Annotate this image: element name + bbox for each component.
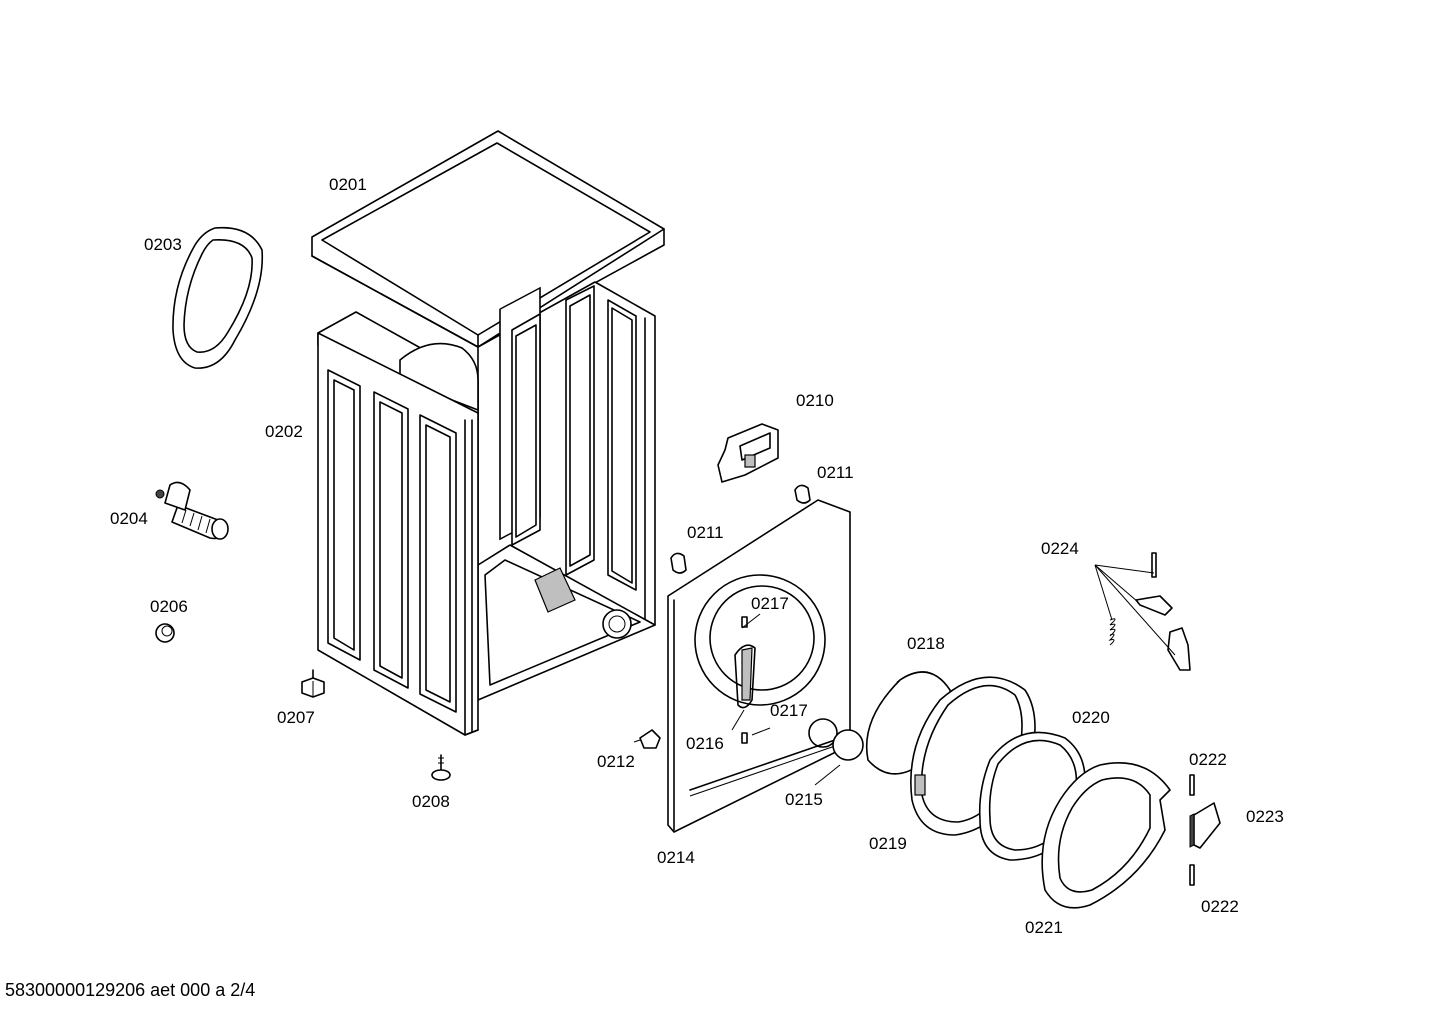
label-0204: 0204 bbox=[110, 509, 148, 528]
label-0223: 0223 bbox=[1246, 807, 1284, 826]
part-0222-pin-upper bbox=[1189, 774, 1195, 796]
part-0203-rear-cover bbox=[172, 226, 264, 369]
part-0202-cabinet bbox=[317, 281, 656, 736]
part-0212-screw bbox=[633, 729, 661, 749]
label-0217-upper: 0217 bbox=[751, 594, 789, 613]
label-0211-lower: 0211 bbox=[687, 523, 724, 542]
label-0216: 0216 bbox=[686, 734, 724, 753]
label-0222-lower: 0222 bbox=[1201, 897, 1239, 916]
part-0211-hinge-lower bbox=[670, 552, 687, 574]
label-0203: 0203 bbox=[144, 235, 182, 254]
part-0224-latch-kit bbox=[1094, 552, 1191, 671]
part-0206-small-foot bbox=[155, 623, 175, 643]
label-0218: 0218 bbox=[907, 634, 945, 653]
part-0215-cap bbox=[832, 729, 864, 761]
label-0212: 0212 bbox=[597, 752, 635, 771]
label-0214: 0214 bbox=[657, 848, 695, 867]
document-code: 58300000129206 aet 000 a 2/4 bbox=[5, 980, 256, 1000]
part-labels: 0201 0203 0202 0204 0206 0207 0208 0210 … bbox=[110, 175, 1284, 937]
label-0208: 0208 bbox=[412, 792, 450, 811]
part-0204-hose-assembly bbox=[155, 481, 229, 540]
label-0222-upper: 0222 bbox=[1189, 750, 1227, 769]
label-0221: 0221 bbox=[1025, 918, 1063, 937]
part-0223-door-handle bbox=[1189, 802, 1221, 849]
leader-lines bbox=[731, 613, 841, 786]
part-0211-hinge-upper bbox=[794, 484, 811, 504]
part-0208-foot-screw bbox=[431, 754, 451, 781]
part-0210-door-lock bbox=[717, 423, 779, 483]
label-0217-lower: 0217 bbox=[770, 701, 808, 720]
label-0207: 0207 bbox=[277, 708, 315, 727]
label-0220: 0220 bbox=[1072, 708, 1110, 727]
label-0206: 0206 bbox=[150, 597, 188, 616]
label-0215: 0215 bbox=[785, 790, 823, 809]
label-0201: 0201 bbox=[329, 175, 367, 194]
label-0211-upper: 0211 bbox=[817, 463, 854, 482]
part-0214-front-panel bbox=[667, 499, 851, 833]
part-0207-adjustable-foot bbox=[301, 669, 325, 698]
label-0210: 0210 bbox=[796, 391, 834, 410]
label-0219: 0219 bbox=[869, 834, 907, 853]
part-0222-pin-lower bbox=[1189, 864, 1195, 886]
label-0202: 0202 bbox=[265, 422, 303, 441]
part-0221-outer-door-frame bbox=[1041, 762, 1171, 909]
label-0224: 0224 bbox=[1041, 539, 1079, 558]
